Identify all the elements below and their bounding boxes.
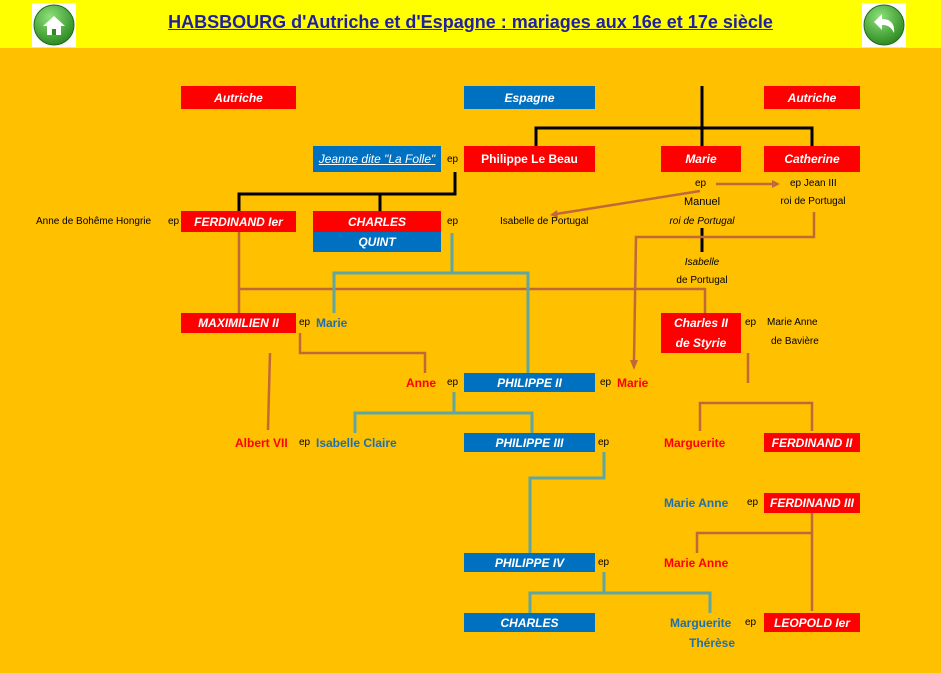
manuel-label: Manuel <box>683 196 721 208</box>
philippe-2-box: PHILIPPE II <box>464 373 595 392</box>
charles-quint-box-top: CHARLES <box>313 211 441 232</box>
albert-7-name: Albert VII <box>235 436 288 450</box>
back-button[interactable] <box>862 3 906 47</box>
page-title: HABSBOURG d'Autriche et d'Espagne : mari… <box>168 12 773 32</box>
marie-anne-red-name: Marie Anne <box>664 556 729 570</box>
ep-marguerite-therese: ep <box>745 617 757 628</box>
anne-name: Anne <box>406 376 436 390</box>
home-icon <box>33 4 75 46</box>
ep-anne: ep <box>447 377 459 388</box>
ep-philippe-4: ep <box>598 557 610 568</box>
ferdinand-1-box: FERDINAND Ier <box>181 211 296 232</box>
marie-ph2-name: Marie <box>617 376 649 390</box>
back-arrow-icon <box>863 4 905 46</box>
anne-de-boheme-label: Anne de Bohême Hongrie <box>36 216 152 227</box>
roi-de-portugal-jean: roi de Portugal <box>780 196 846 207</box>
marguerite-therese-name-b: Thérèse <box>689 636 736 650</box>
ep-marie: ep <box>695 178 707 189</box>
philippe-4-box: PHILIPPE IV <box>464 553 595 572</box>
ep-maximilien: ep <box>299 317 311 328</box>
ep-charles-quint: ep <box>447 216 459 227</box>
isabelle-claire-name: Isabelle Claire <box>316 436 397 450</box>
ep-anne-boheme: ep <box>168 216 180 227</box>
autriche-left-header: Autriche <box>181 86 296 109</box>
maximilien-2-box: MAXIMILIEN II <box>181 313 296 333</box>
isabelle-label-a: Isabelle <box>684 257 720 268</box>
ep-marie-anne: ep <box>747 497 759 508</box>
isabelle-label-b: de Portugal <box>676 275 728 286</box>
charles-2-styrie-box-top: Charles II <box>661 313 741 333</box>
roi-de-portugal-manuel: roi de Portugal <box>669 216 735 227</box>
catherine-box: Catherine <box>764 146 860 172</box>
ep-charles-2: ep <box>745 317 757 328</box>
philippe-3-box: PHILIPPE III <box>464 433 595 452</box>
marguerite-name: Marguerite <box>664 436 726 450</box>
espagne-header: Espagne <box>464 86 595 109</box>
marie-max-name: Marie <box>316 316 348 330</box>
ep-albert: ep <box>299 437 311 448</box>
leopold-1-box: LEOPOLD Ier <box>764 613 860 632</box>
ferdinand-3-box: FERDINAND III <box>764 493 860 513</box>
ep-philippe-3: ep <box>598 437 610 448</box>
jeanne-la-folle-link[interactable]: Jeanne dite "La Folle" <box>313 146 441 172</box>
autriche-right-header: Autriche <box>764 86 860 109</box>
title-bar <box>0 0 941 48</box>
isabelle-de-portugal-label: Isabelle de Portugal <box>500 216 589 227</box>
charles-quint-box-bottom: QUINT <box>313 232 441 252</box>
marie-anne-baviere-b: de Bavière <box>771 336 819 347</box>
ep-jeanne: ep <box>447 154 459 165</box>
marie-top-box: Marie <box>661 146 741 172</box>
home-button[interactable] <box>32 3 76 47</box>
philippe-le-beau-box: Philippe Le Beau <box>464 146 595 172</box>
ep-philippe-2: ep <box>600 377 612 388</box>
charles-2-styrie-box-bottom: de Styrie <box>661 333 741 353</box>
ep-jean-iii: ep Jean III <box>790 178 837 189</box>
charles-bottom-box: CHARLES <box>464 613 595 632</box>
marie-anne-baviere-a: Marie Anne <box>767 317 818 328</box>
marie-anne-blue-name: Marie Anne <box>664 496 729 510</box>
ferdinand-2-box: FERDINAND II <box>764 433 860 452</box>
marguerite-therese-name-a: Marguerite <box>670 616 732 630</box>
